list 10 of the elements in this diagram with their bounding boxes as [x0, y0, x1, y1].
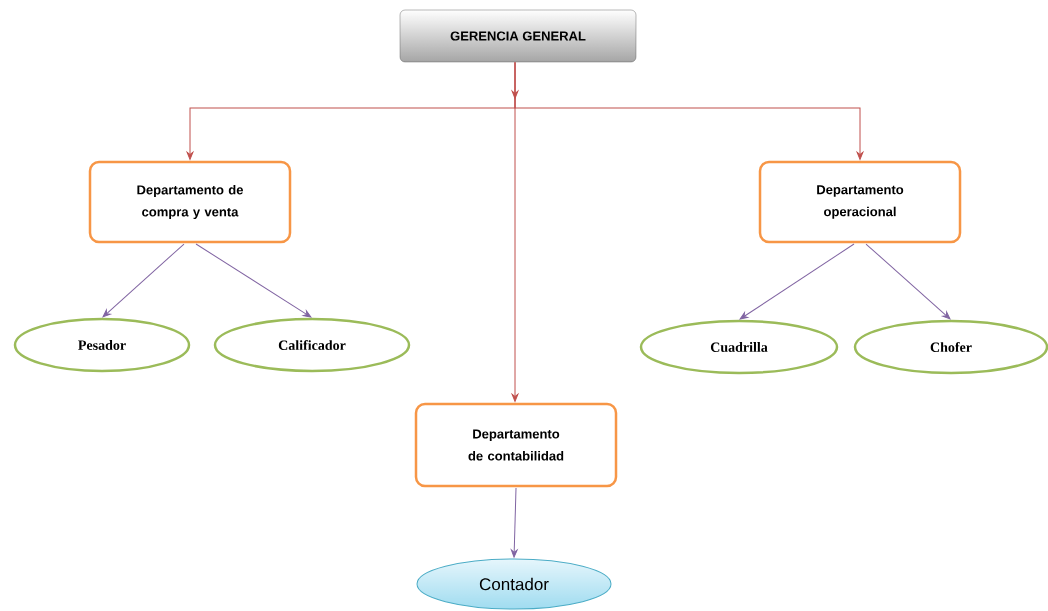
- title-box: GERENCIA GENERAL: [399, 9, 637, 63]
- department-box: Departamento de contabilidad: [414, 402, 618, 488]
- arrow: [102, 243, 185, 318]
- arrow: [510, 487, 518, 558]
- arrow: [739, 243, 855, 320]
- department-box: Departamento operacional: [758, 160, 962, 244]
- arrow: [865, 243, 951, 320]
- arrow: [195, 243, 312, 318]
- department-box: Departamento de compra y venta: [88, 160, 292, 244]
- arrow: [514, 61, 864, 160]
